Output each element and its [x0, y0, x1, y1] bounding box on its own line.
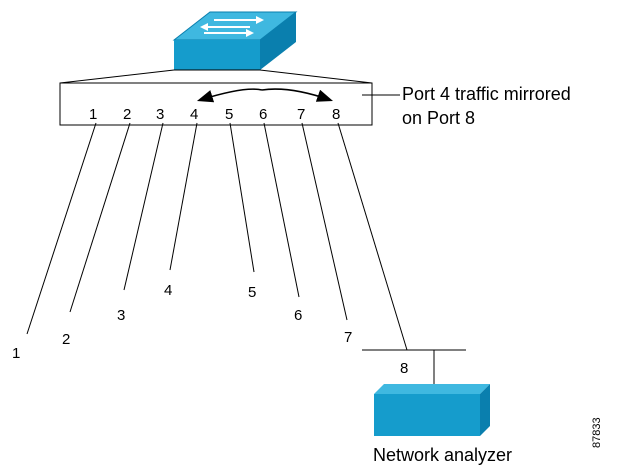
cable-3: [123, 122, 164, 291]
panel-port-1: 1: [89, 106, 97, 123]
port-panel: [59, 82, 373, 126]
panel-port-6: 6: [259, 106, 267, 123]
cable-4: [169, 122, 198, 271]
network-analyzer-icon: [374, 384, 490, 436]
panel-port-2: 2: [123, 106, 131, 123]
panel-port-5: 5: [225, 106, 233, 123]
panel-port-4: 4: [190, 106, 198, 123]
figure-id: 87833: [591, 417, 603, 448]
callout-line-2: on Port 8: [402, 108, 475, 128]
cable-7: [301, 122, 348, 321]
cable-end-1: 1: [12, 345, 20, 362]
cable-1: [26, 122, 97, 335]
cable-2: [69, 122, 131, 313]
cable-end-5: 5: [248, 284, 256, 301]
cable-end-4: 4: [164, 282, 172, 299]
analyzer-label: Network analyzer: [373, 445, 512, 465]
cable-6: [263, 122, 300, 298]
callout-line-1: Port 4 traffic mirrored: [402, 84, 571, 104]
cable-end-7: 7: [344, 329, 352, 346]
switch-panel-fan: [59, 69, 373, 84]
mirror-arrow-icon-right: [261, 88, 334, 102]
cable-5: [229, 122, 255, 273]
analyzer-port-label: 8: [400, 360, 408, 377]
cable-end-2: 2: [62, 331, 70, 348]
panel-port-8: 8: [332, 106, 340, 123]
cable-end-labels: 1 2 3 4 5 6 7: [12, 282, 352, 362]
panel-port-7: 7: [297, 106, 305, 123]
cable-end-6: 6: [294, 307, 302, 324]
cable-8: [337, 122, 408, 351]
switch-icon: [172, 11, 298, 70]
cable-end-3: 3: [117, 307, 125, 324]
panel-port-3: 3: [156, 106, 164, 123]
panel-port-labels: 1 2 3 4 5 6 7 8: [89, 106, 340, 123]
mirror-arrow-icon: [196, 88, 263, 103]
port-cables: [26, 122, 408, 351]
